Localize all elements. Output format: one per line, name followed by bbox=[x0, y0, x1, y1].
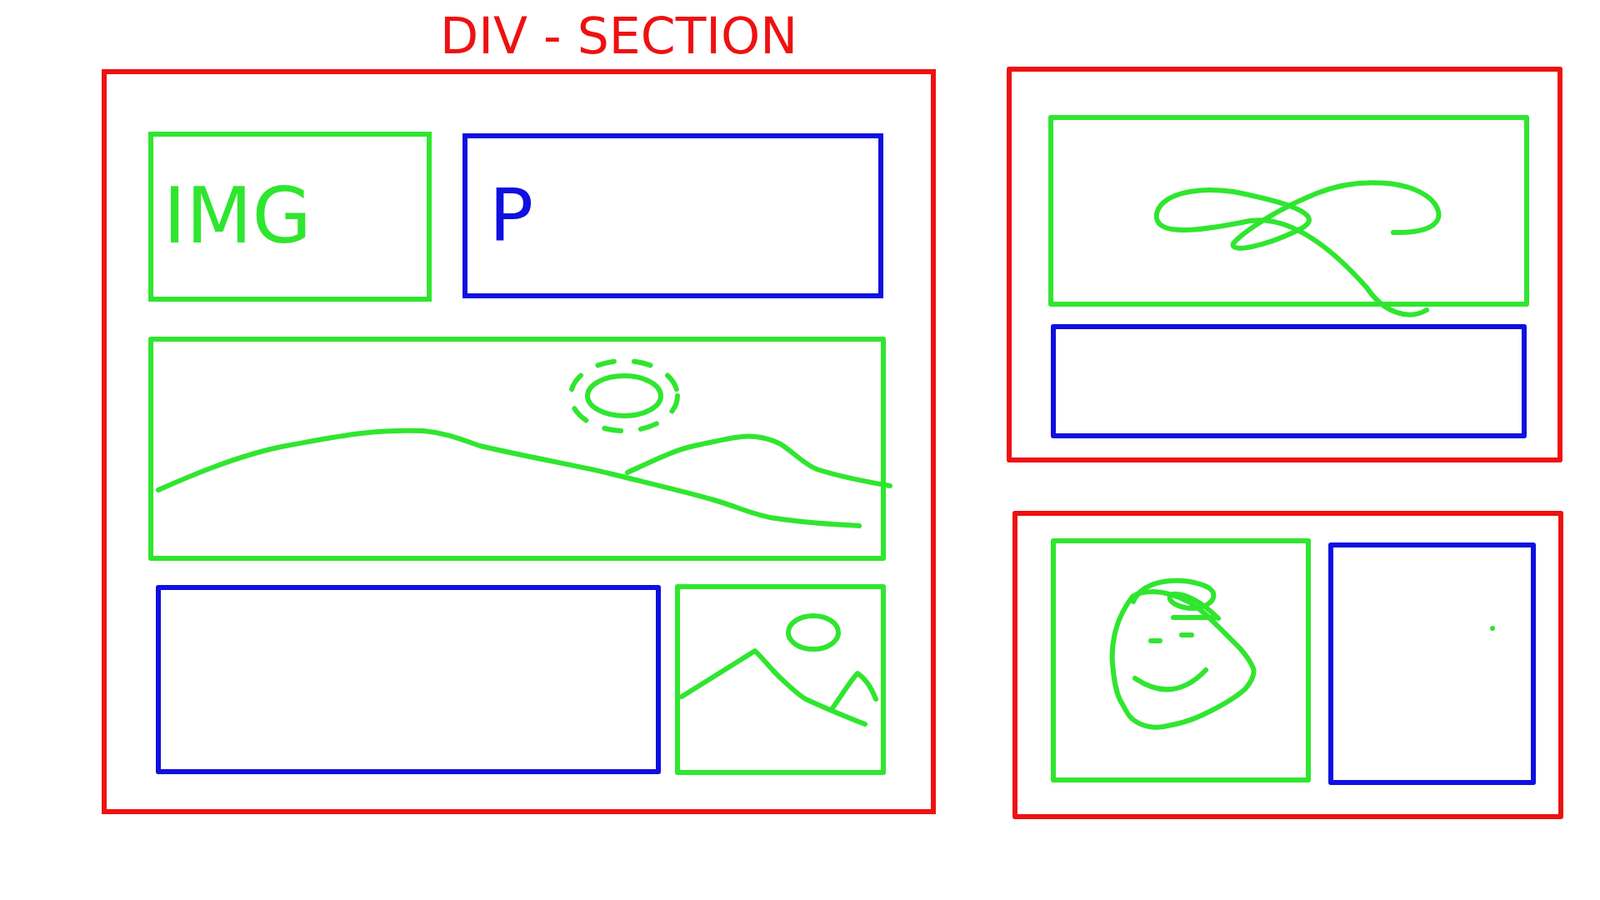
face-smile bbox=[1135, 670, 1206, 690]
image-box: IMG bbox=[148, 131, 432, 302]
landscape-hill bbox=[158, 430, 860, 526]
mountain bbox=[831, 673, 876, 710]
dot bbox=[1490, 625, 1495, 631]
face-hair bbox=[1173, 615, 1217, 620]
image-box bbox=[150, 339, 884, 559]
face-outline bbox=[1112, 591, 1255, 728]
paragraph-box: P bbox=[462, 133, 884, 299]
face-eye bbox=[1150, 638, 1160, 644]
face-hair bbox=[1133, 580, 1219, 619]
face-eye bbox=[1181, 632, 1192, 638]
mountain bbox=[681, 650, 865, 725]
section-box bbox=[1015, 513, 1561, 817]
section-box bbox=[1009, 69, 1560, 460]
sun bbox=[587, 375, 661, 416]
paragraph-box bbox=[158, 587, 659, 772]
paragraph-box bbox=[1053, 326, 1525, 436]
sun bbox=[788, 615, 839, 650]
image-box bbox=[1050, 117, 1527, 305]
image-box bbox=[677, 586, 884, 773]
scribble bbox=[1156, 182, 1440, 315]
landscape-hill bbox=[627, 436, 890, 486]
section-heading: DIV - SECTION bbox=[440, 10, 798, 61]
sun-rays bbox=[570, 360, 678, 431]
image-box bbox=[1053, 540, 1309, 780]
paragraph-label: P bbox=[489, 179, 534, 253]
paragraph-box bbox=[1330, 545, 1534, 783]
section-box: DIV - SECTIONIMGP bbox=[101, 69, 936, 815]
image-label: IMG bbox=[163, 178, 312, 255]
